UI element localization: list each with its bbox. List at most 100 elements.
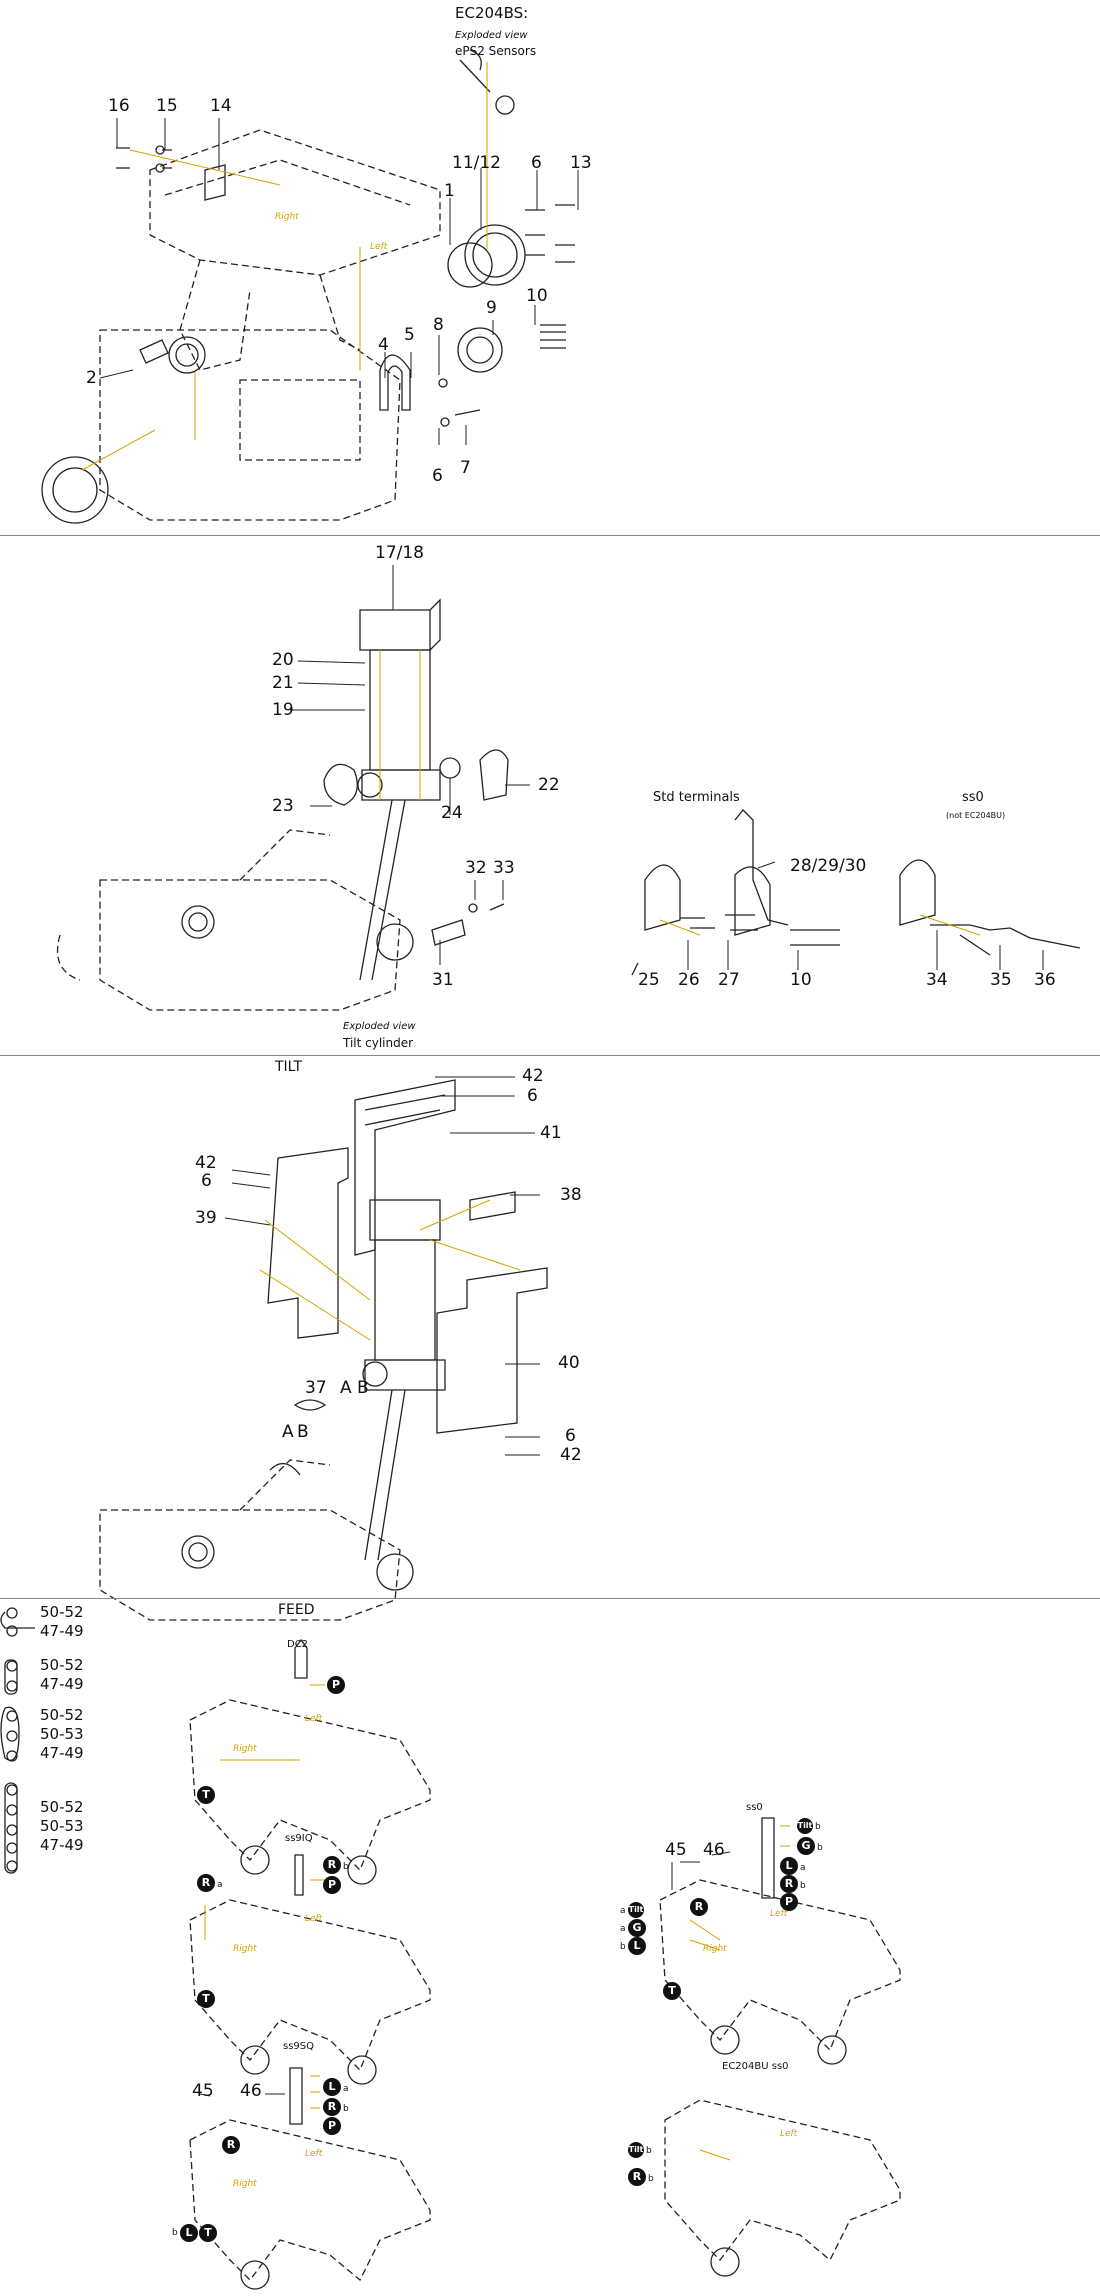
port-circle-r: R [628,2168,646,2186]
left-side-label: Left [305,2149,323,2159]
port-circle-p: P [323,2117,341,2135]
part-number: 6 [432,466,443,486]
port-circle-t: T [663,1982,681,2000]
port-suffix: b [343,2104,349,2114]
exploded-view-label: Exploded view [343,1021,416,1032]
left-side-label: Left [770,1909,788,1919]
part-number: 2 [86,368,97,388]
section-divider [0,1598,1100,1599]
part-number: 40 [558,1353,580,1373]
port-label-a: A [282,1422,294,1442]
right-side-label: Right [703,1944,727,1954]
part-number: 17/18 [375,543,424,563]
right-side-label: Right [233,2179,257,2189]
part-number: 1 [444,181,455,201]
part-number: 37 [305,1378,327,1398]
legend-label: 47-49 [40,1622,84,1640]
port-circle-t: T [197,1786,215,1804]
port-circle-g: G [797,1837,815,1855]
port-suffix: a [800,1863,806,1873]
part-number: 34 [926,970,948,990]
part-number: 36 [1034,970,1056,990]
part-number: 10 [790,970,812,990]
part-number: 27 [718,970,740,990]
port-circle-r: R [780,1875,798,1893]
part-number: 39 [195,1208,217,1228]
part-number: 11/12 [452,153,501,173]
legend-label: 47-49 [40,1744,84,1762]
port-circle-p: P [327,1676,345,1694]
legend-label: 50-52 [40,1656,84,1674]
right-side-label: Right [233,1744,257,1754]
part-number: 6 [201,1171,212,1191]
left-side-label: Left [305,1714,323,1724]
port-circle-l: L [323,2078,341,2096]
port-circle-p: P [323,1876,341,1894]
part-number: 32 [465,858,487,878]
part-number: 15 [156,96,178,116]
part-number: 26 [678,970,700,990]
port-suffix: b [620,1942,626,1952]
part-number: 46 [703,1840,725,1860]
left-side-label: Left [370,242,388,252]
part-number: 4 [378,335,389,355]
port-circle-tilt: Tilt [628,2142,644,2158]
port-suffix: b [646,2146,652,2156]
legend-label: 50-53 [40,1817,84,1835]
part-number: 10 [526,286,548,306]
part-number: 14 [210,96,232,116]
section-divider [0,535,1100,536]
part-number: 23 [272,796,294,816]
legend-label: 50-53 [40,1725,84,1743]
variant-label: EC204BU ss0 [722,2061,789,2072]
tilt-section-title: TILT [275,1059,303,1075]
port-circle-l: L [628,1937,646,1955]
port-suffix: a [343,2084,349,2094]
part-number: 22 [538,775,560,795]
port-suffix: b [172,2228,178,2238]
std-terminals-label: Std terminals [653,790,740,805]
part-number: 41 [540,1123,562,1143]
port-label-a: A [340,1378,352,1398]
part-number: 16 [108,96,130,116]
part-number: 25 [638,970,660,990]
part-number: 35 [990,970,1012,990]
part-number: 13 [570,153,592,173]
legend-label: 47-49 [40,1675,84,1693]
part-number: 24 [441,803,463,823]
port-circle-tilt: Tilt [628,1902,644,1918]
port-suffix: b [800,1881,806,1891]
variant-label: ss9IQ [285,1833,313,1844]
rotator-frame-section1 [99,129,441,521]
part-number: 31 [432,970,454,990]
section-divider [0,1055,1100,1056]
port-suffix: b [343,1862,349,1872]
feed-section-title: FEED [278,1602,315,1618]
port-circle-l: L [780,1857,798,1875]
legend-label: 47-49 [40,1836,84,1854]
port-circle-t: T [199,2224,217,2242]
legend-label: 50-52 [40,1706,84,1724]
part-number: 45 [665,1840,687,1860]
right-side-label: Right [275,212,299,222]
part-number: 42 [522,1066,544,1086]
part-number: 21 [272,673,294,693]
port-circle-r: R [197,1874,215,1892]
port-circle-r: R [323,2098,341,2116]
port-circle-p: P [780,1893,798,1911]
port-circle-g: G [628,1919,646,1937]
port-suffix: a [620,1906,626,1916]
legend-label: 50-52 [40,1603,84,1621]
part-number: 28/29/30 [790,856,867,876]
part-number: 5 [404,325,415,345]
left-side-label: Left [305,1914,323,1924]
port-circle-r: R [222,2136,240,2154]
port-circle-l: L [180,2224,198,2242]
variant-label: DC2 [287,1639,309,1650]
ss0-label: ss0 [962,790,984,805]
exploded-view-label: Exploded view [455,30,528,41]
part-number: 19 [272,700,294,720]
part-number: 6 [565,1426,576,1446]
variant-label: ss0 [746,1802,763,1813]
right-side-label: Right [233,1944,257,1954]
